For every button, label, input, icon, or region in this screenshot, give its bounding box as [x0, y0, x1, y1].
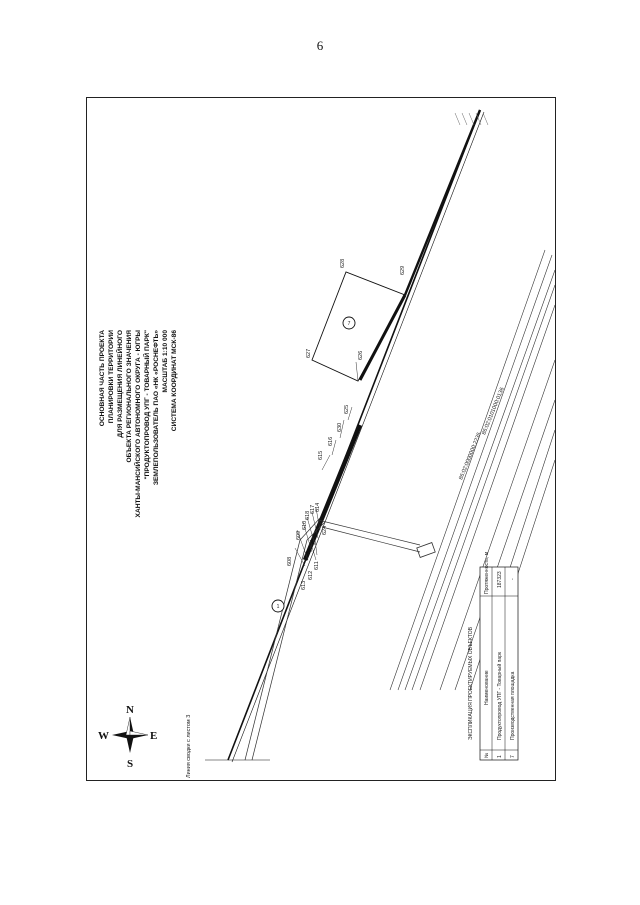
svg-text:7: 7 — [348, 321, 351, 327]
point-label: 613 — [301, 581, 307, 590]
compass-e: E — [150, 730, 157, 742]
point-label: 615 — [318, 451, 324, 460]
title-line: "ПРОДУКТОПРОВОД УПГ - ТОВАРНЫЙ ПАРК" — [142, 330, 151, 480]
match-line-label: Линия сводки с листом 3 — [186, 715, 192, 778]
marker-object-1: 1 — [271, 599, 285, 613]
point-label: 624 — [322, 526, 328, 535]
explication-header: № — [484, 753, 490, 758]
point-label: 608 — [287, 557, 293, 566]
point-label: 627 — [306, 349, 312, 358]
point-label: 628 — [340, 259, 346, 268]
point-label: 625 — [344, 405, 350, 414]
point-label: 610 — [302, 521, 308, 530]
map-frame — [86, 97, 556, 781]
cadastral-number: 86:02:0000000:2235 — [458, 432, 482, 481]
point-label: 614 — [315, 503, 321, 512]
explication-cell: Продуктопровод УПГ - Товарный парк — [496, 651, 503, 740]
point-label: 611 — [314, 561, 320, 570]
compass-s: S — [127, 758, 133, 770]
explication-cell: Производственная площадка — [510, 671, 516, 740]
explication-cell: 187323 — [497, 571, 503, 588]
title-line: ОБЪЕКТА РЕГИОНАЛЬНОГО ЗНАЧЕНИЯ — [126, 330, 133, 463]
explication-header: Протяженность, м — [484, 551, 490, 594]
title-line: ПЛАНИРОВКИ ТЕРРИТОРИИ — [108, 330, 115, 424]
point-label: 609 — [296, 531, 302, 540]
title-line: ЗЕМЛЕПОЛЬЗОВАТЕЛЬ ПАО «НК «РОСНЕФТЬ» — [153, 330, 160, 485]
point-label: 626 — [358, 351, 364, 360]
road-crossing — [416, 542, 436, 558]
point-label: 629 — [400, 266, 406, 275]
point-label: 618 — [305, 511, 311, 520]
leader-lines — [294, 361, 359, 567]
explication-cell: - — [510, 578, 516, 580]
point-label: 616 — [328, 437, 334, 446]
point-label: 612 — [308, 571, 314, 580]
explication-cell: 1 — [497, 755, 503, 758]
pipeline-route — [227, 109, 485, 763]
title-line: ХАНТЫ-МАНСИЙСКОГО АВТОНОМНОГО ОКРУГА - Ю… — [133, 329, 142, 517]
road — [244, 517, 421, 761]
compass-w: W — [98, 730, 109, 742]
page-number: 6 — [316, 38, 324, 53]
title-line: ДЛЯ РАЗМЕЩЕНИЯ ЛИНЕЙНОГО — [115, 330, 124, 438]
explication-cell: 7 — [510, 755, 516, 758]
cadastral-labels: 86:02:0000000:2235 86:02:0101000:0136 — [458, 387, 505, 481]
title-line: СИСТЕМА КООРДИНАТ МСК-86 — [171, 330, 178, 432]
explication-table: ЭКСПЛИКАЦИЯ ПРОЕКТИРУЕМЫХ ОБЪЕКТОВ № Наи… — [468, 551, 519, 761]
explication-header: Наименование — [484, 670, 490, 705]
marker-object-7: 7 — [342, 316, 356, 330]
hatch-area — [454, 112, 489, 126]
parallel-lines — [389, 249, 556, 691]
match-line: Линия сводки с листом 3 — [186, 715, 270, 778]
point-labels: 608 609 610 611 612 613 614 615 616 617 … — [287, 259, 406, 590]
explication-title: ЭКСПЛИКАЦИЯ ПРОЕКТИРУЕМЫХ ОБЪЕКТОВ — [468, 626, 474, 740]
title-line: МАСШТАБ 1:10 000 — [162, 330, 169, 393]
compass-n: N — [126, 704, 134, 716]
point-label: 617 — [310, 505, 316, 514]
title-line: ОСНОВНАЯ ЧАСТЬ ПРОЕКТА — [99, 330, 106, 426]
point-label: 630 — [337, 423, 343, 432]
cadastral-number: 86:02:0101000:0136 — [481, 387, 505, 436]
compass-rose: N E S W — [98, 704, 157, 770]
title-block: ОСНОВНАЯ ЧАСТЬ ПРОЕКТА ПЛАНИРОВКИ ТЕРРИТ… — [99, 329, 178, 517]
svg-text:1: 1 — [277, 604, 280, 610]
production-site — [311, 271, 406, 382]
